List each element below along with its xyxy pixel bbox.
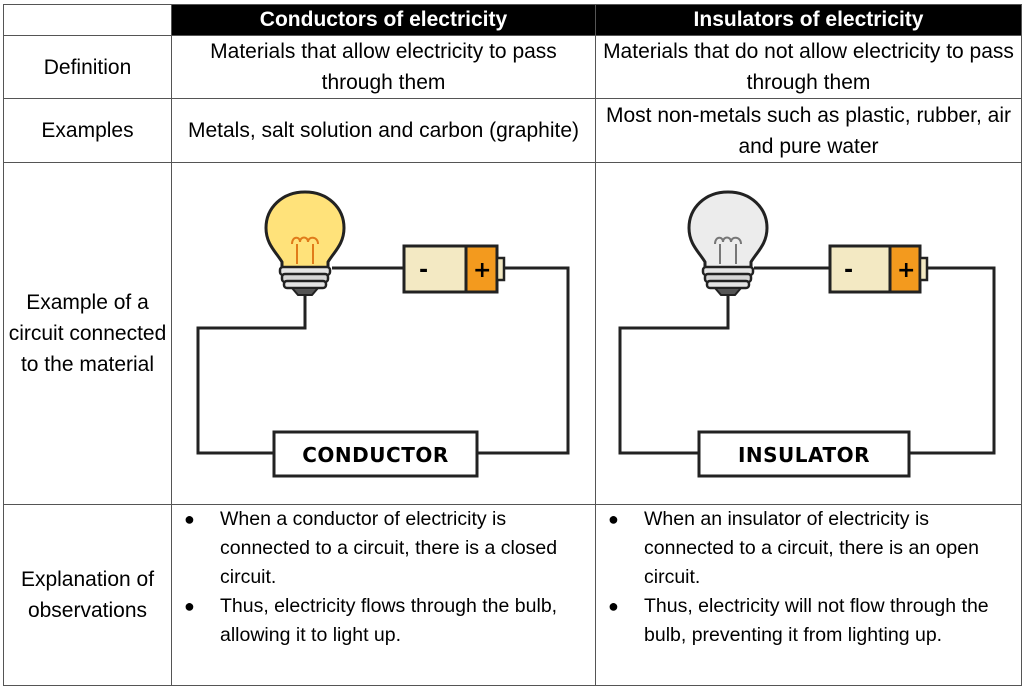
battery-plus-sign: + [473, 258, 491, 283]
definition-conductors: Materials that allow electricity to pass… [171, 35, 596, 99]
conductor-plate-label: CONDUCTOR [302, 443, 448, 467]
unlit-bulb-icon [687, 189, 769, 296]
battery-icon: - + [402, 244, 506, 293]
bullet-icon: ● [608, 596, 619, 616]
lit-bulb-icon [264, 189, 346, 296]
examples-label: Examples [3, 98, 172, 163]
bullet-icon: ● [184, 596, 195, 616]
explanation-row: Explanation of observations ●When a cond… [3, 504, 1022, 686]
header-row: Conductors of electricity Insulators of … [3, 4, 1022, 36]
header-conductors: Conductors of electricity [171, 4, 596, 36]
explanation-insulators: ●When an insulator of electricity is con… [595, 504, 1022, 686]
conductor-plate [272, 430, 479, 477]
circuit-row: Example of a circuit connected to the ma… [3, 162, 1022, 505]
corner-cell [3, 4, 172, 36]
conductor-observation-list: ●When a conductor of electricity is conn… [172, 505, 595, 650]
header-insulators: Insulators of electricity [595, 4, 1022, 36]
circuit-label: Example of a circuit connected to the ma… [3, 162, 172, 505]
insulator-plate-label: INSULATOR [738, 443, 870, 467]
examples-row: Examples Metals, salt solution and carbo… [3, 98, 1022, 163]
battery-plus-sign: + [897, 258, 915, 283]
conductor-circuit-diagram: - + CONDUCTOR [196, 189, 570, 477]
battery-minus-sign: - [844, 258, 853, 283]
definition-insulators: Materials that do not allow electricity … [595, 35, 1022, 99]
list-item: ●Thus, electricity flows through the bul… [172, 592, 595, 650]
list-item: ●Thus, electricity will not flow through… [596, 592, 1021, 650]
definition-label: Definition [3, 35, 172, 99]
explanation-conductors: ●When a conductor of electricity is conn… [171, 504, 596, 686]
insulator-observation-list: ●When an insulator of electricity is con… [596, 505, 1021, 650]
insulator-plate [697, 430, 911, 477]
battery-icon: - + [828, 244, 929, 293]
comparison-table: Conductors of electricity Insulators of … [3, 4, 1022, 686]
battery-minus-sign: - [419, 258, 428, 283]
bullet-icon: ● [608, 509, 619, 529]
conductor-wires [196, 266, 570, 454]
list-item: ●When an insulator of electricity is con… [596, 505, 1021, 592]
examples-insulators: Most non-metals such as plastic, rubber,… [595, 98, 1022, 163]
examples-conductors: Metals, salt solution and carbon (graphi… [171, 98, 596, 163]
list-item: ●When a conductor of electricity is conn… [172, 505, 595, 592]
insulator-circuit-diagram: - + INSULATOR [618, 189, 996, 477]
bullet-icon: ● [184, 509, 195, 529]
insulator-circuit-cell: - + INSULATOR [595, 162, 1022, 505]
conductor-circuit-cell: - + CONDUCTOR [171, 162, 596, 505]
explanation-label: Explanation of observations [3, 504, 172, 686]
definition-row: Definition Materials that allow electric… [3, 35, 1022, 99]
insulator-wires [618, 266, 996, 454]
